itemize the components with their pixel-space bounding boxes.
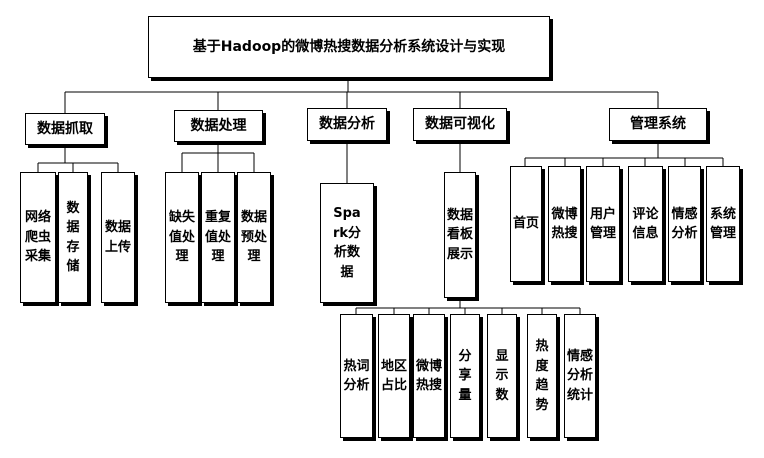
- node-region-share: 地区占比: [378, 314, 410, 438]
- node-share-count: 分享量: [450, 314, 480, 438]
- node-duplicate-value: 重复值处理: [201, 172, 235, 303]
- node-weibo-hot-search: 微博热搜: [413, 314, 445, 438]
- node-display-count: 显示数: [487, 314, 517, 438]
- node-data-processing: 数据处理: [174, 110, 263, 142]
- node-mgmt-hot-search: 微博热搜: [548, 166, 581, 282]
- node-user-management: 用户管理: [586, 166, 620, 282]
- node-data-visualization: 数据可视化: [413, 108, 507, 141]
- node-hot-words: 热词分析: [340, 314, 373, 438]
- node-web-crawler: 网络爬虫采集: [20, 172, 56, 303]
- node-spark-analysis: Spark分析数据: [320, 183, 374, 303]
- root-node: 基于Hadoop的微博热搜数据分析系统设计与实现: [148, 16, 550, 78]
- node-home: 首页: [510, 166, 542, 282]
- node-management-system: 管理系统: [609, 108, 707, 141]
- node-data-storage: 数据存储: [58, 172, 88, 303]
- node-comment-info: 评论信息: [628, 166, 663, 282]
- node-heat-trend: 热度趋势: [527, 314, 557, 438]
- node-sentiment-stats: 情感分析统计: [564, 314, 596, 438]
- node-dashboard: 数据看板展示: [444, 172, 476, 298]
- node-missing-value: 缺失值处理: [165, 172, 199, 303]
- node-data-analysis: 数据分析: [307, 108, 387, 141]
- node-data-upload: 数据上传: [101, 172, 135, 303]
- node-data-crawling: 数据抓取: [25, 113, 105, 145]
- node-sentiment-analysis: 情感分析: [668, 166, 701, 282]
- node-system-management: 系统管理: [706, 166, 740, 282]
- node-preprocessing: 数据预处理: [237, 172, 271, 303]
